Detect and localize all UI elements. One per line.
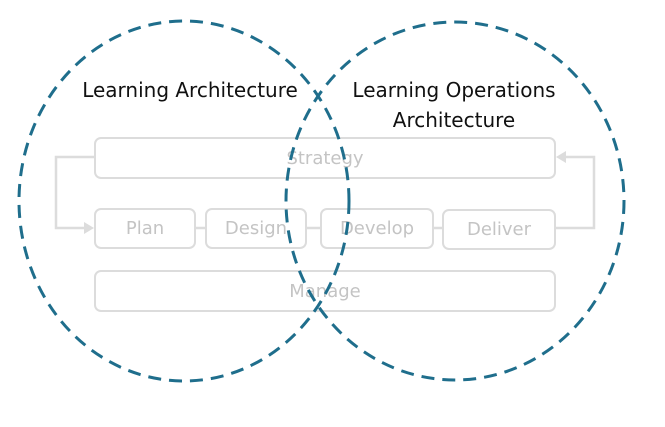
arrow-into-plan: [84, 222, 94, 234]
develop-box: Develop: [320, 208, 434, 249]
design-label: Design: [224, 218, 288, 239]
arrow-into-strategy: [556, 151, 566, 163]
manage-box: Manage: [94, 270, 556, 312]
deliver-box: Deliver: [442, 209, 556, 250]
left-circle-title: Learning Architecture: [82, 78, 298, 102]
right-circle-title-line1: Learning Operations: [352, 78, 556, 102]
deliver-label: Deliver: [466, 219, 532, 240]
plan-box: Plan: [94, 208, 196, 249]
manage-label: Manage: [289, 280, 361, 302]
loop-connector-left: [54, 155, 94, 230]
right-circle-title-line2: Architecture: [392, 108, 516, 132]
develop-label: Develop: [339, 218, 415, 239]
left-circle: [17, 19, 351, 383]
right-circle: [284, 20, 626, 382]
design-box: Design: [205, 208, 307, 249]
loop-connector-right: [556, 155, 596, 230]
plan-label: Plan: [125, 218, 165, 239]
